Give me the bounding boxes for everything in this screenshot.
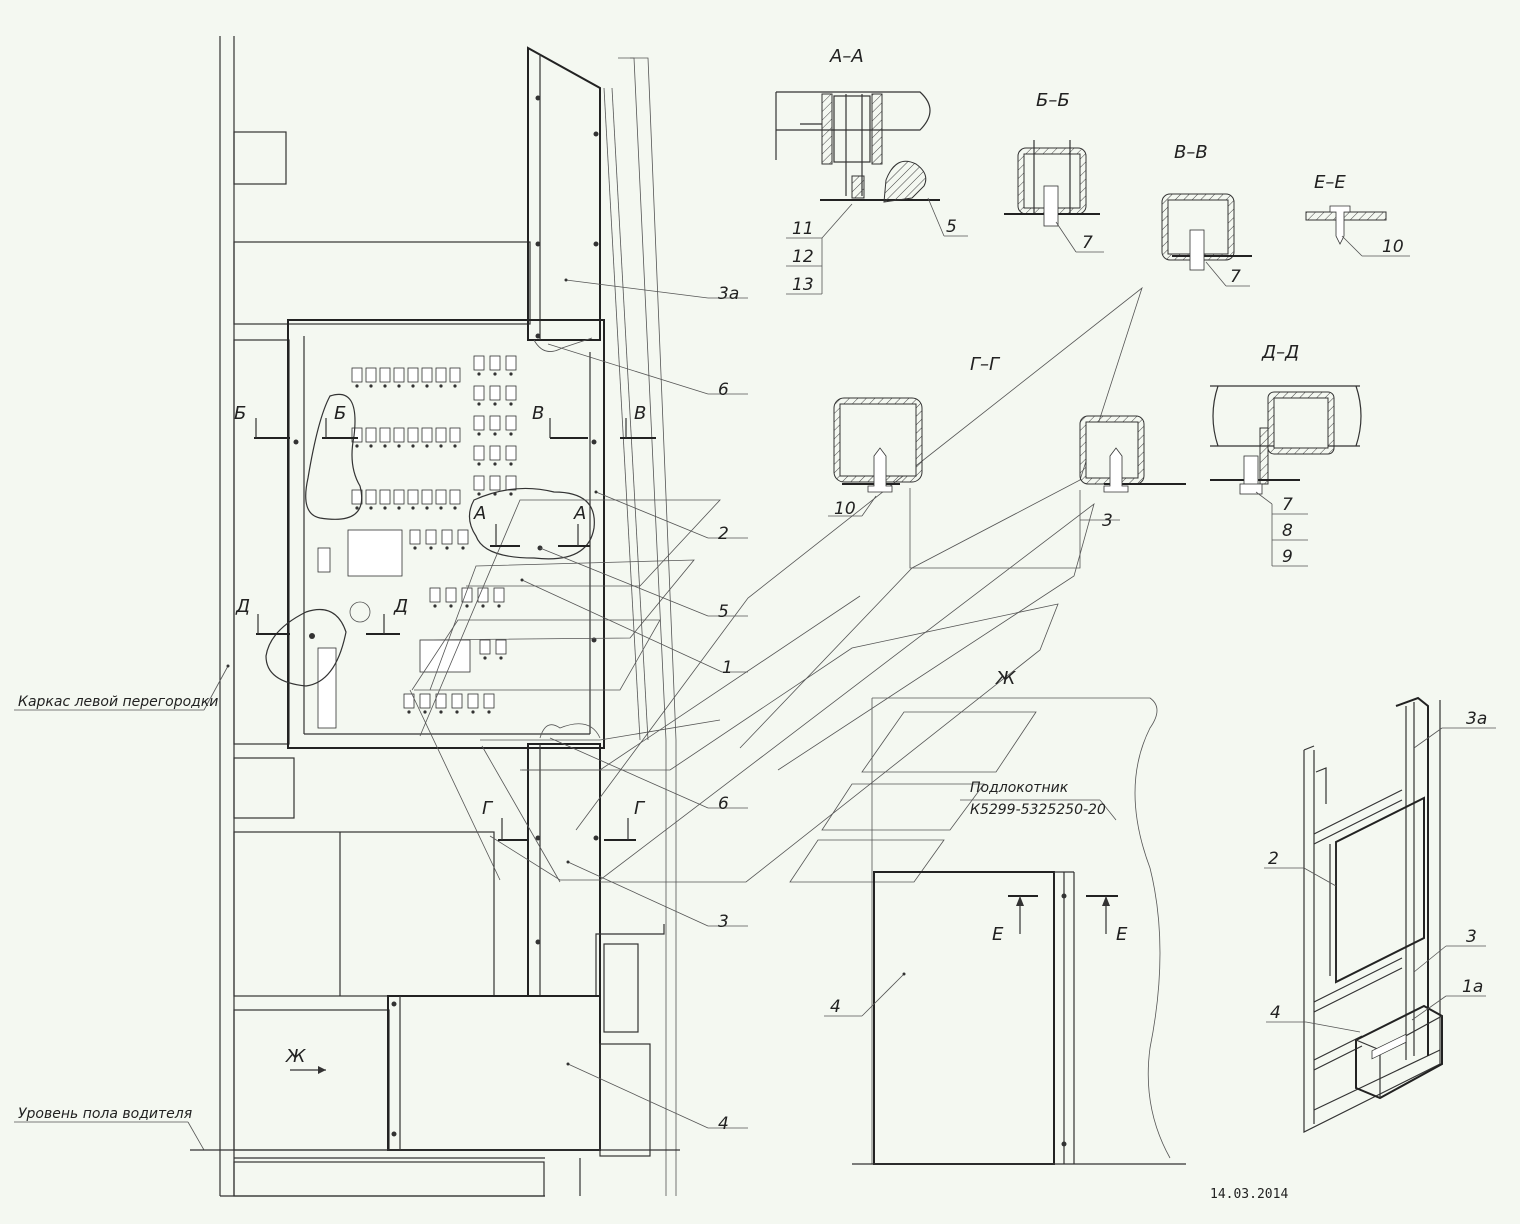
- cut-marker-v-right: В: [634, 403, 646, 424]
- section-gg: Г–Г 10 3: [828, 354, 1186, 569]
- callout-12: 12: [792, 247, 814, 267]
- section-gg-title: Г–Г: [970, 354, 1001, 375]
- cut-marker-a-right: А: [573, 503, 586, 524]
- callout-8: 8: [1282, 521, 1293, 541]
- callout-7-bb: 7: [1082, 233, 1093, 253]
- callout-2-iso: 2: [1268, 849, 1279, 869]
- cut-marker-a-left: А: [473, 503, 486, 524]
- cover-3: [527, 743, 665, 997]
- callout-4-zh: 4: [830, 997, 841, 1017]
- note-armrest-code: К5299-5325250-20: [970, 802, 1106, 818]
- callout-5: 5: [718, 602, 729, 622]
- callout-3-iso: 3: [1466, 927, 1477, 947]
- callout-10-ee: 10: [1382, 237, 1404, 257]
- cut-marker-d-left: Д: [235, 596, 250, 617]
- callout-3-gg: 3: [1102, 511, 1113, 531]
- leaders-main: [14, 278, 748, 1151]
- callout-10-gg: 10: [834, 499, 856, 519]
- callout-6-top: 6: [718, 380, 729, 400]
- callout-2: 2: [718, 524, 729, 544]
- section-aa: А–А 11 12 13 5: [775, 46, 968, 295]
- callout-1a-iso: 1а: [1462, 977, 1483, 997]
- callout-9: 9: [1282, 547, 1293, 567]
- section-dd-title: Д–Д: [1261, 342, 1299, 363]
- section-dd: Д–Д 7 8 9: [1210, 342, 1362, 567]
- callout-5-aa: 5: [946, 217, 957, 237]
- callout-4: 4: [718, 1114, 729, 1134]
- callout-11: 11: [792, 219, 814, 239]
- cut-markers: [254, 418, 656, 1074]
- section-bb-title: Б–Б: [1036, 90, 1070, 111]
- isometric-view: 3а 2 3 1а 4: [1264, 696, 1496, 1133]
- cut-marker-g-right: Г: [634, 798, 646, 819]
- cover-3a: [527, 46, 601, 352]
- section-bb: Б–Б 7: [1004, 90, 1104, 253]
- cut-marker-e-left: Е: [992, 924, 1004, 945]
- cut-marker-g-left: Г: [482, 798, 494, 819]
- section-ee: Е–Е 10: [1305, 172, 1410, 257]
- side-rails: [603, 57, 677, 1196]
- relay-panel: [265, 319, 605, 749]
- callout-7-dd: 7: [1282, 495, 1293, 515]
- cut-marker-e-right: Е: [1116, 924, 1128, 945]
- callout-6-bottom: 6: [718, 794, 729, 814]
- section-aa-title: А–А: [829, 46, 864, 67]
- section-vv-title: В–В: [1174, 142, 1208, 163]
- cut-marker-b-left: Б: [234, 403, 246, 424]
- explode-lines: [409, 286, 1143, 883]
- cut-marker-b-right: Б: [334, 403, 346, 424]
- drawing-date: 14.03.2014: [1210, 1187, 1288, 1202]
- view-zh: Ж Е Е 4 Подлокотник К5299-5325250-20: [789, 668, 1186, 1165]
- callout-3: 3: [718, 912, 729, 932]
- view-zh-title: Ж: [995, 668, 1016, 689]
- cut-marker-d-right: Д: [393, 596, 408, 617]
- section-vv: В–В 7: [1161, 142, 1252, 287]
- note-left-frame: Каркас левой перегородки: [18, 694, 218, 710]
- callout-7-vv: 7: [1230, 267, 1241, 287]
- left-partition-frame: [219, 36, 545, 1197]
- cut-marker-zh: Ж: [285, 1046, 306, 1067]
- callout-4-iso: 4: [1270, 1003, 1281, 1023]
- note-armrest: Подлокотник: [970, 780, 1069, 796]
- callout-3a: 3а: [718, 284, 739, 304]
- section-ee-title: Е–Е: [1314, 172, 1346, 193]
- note-floor-level: Уровень пола водителя: [18, 1106, 192, 1122]
- main-view: 3а 6 2 5 1 6 3 4 Б Б В В А А Д Д Г Г Ж К…: [14, 36, 1143, 1197]
- callout-1: 1: [722, 658, 733, 678]
- callout-13: 13: [792, 275, 814, 295]
- cut-marker-v-left: В: [532, 403, 544, 424]
- callout-3a-iso: 3а: [1466, 709, 1487, 729]
